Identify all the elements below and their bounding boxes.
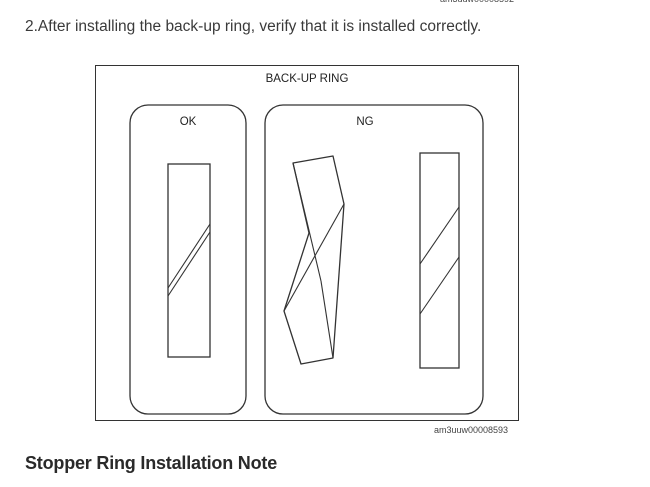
back-up-ring-figure: BACK-UP RING OK NG [95, 65, 519, 421]
ok-label: OK [179, 116, 197, 128]
ng-ring-twisted-shape [283, 155, 345, 365]
ok-panel-frame [129, 104, 247, 415]
ok-ring-shape [167, 163, 211, 358]
ng-panel-frame [264, 104, 484, 415]
figure-code: am3uuw00008593 [434, 425, 509, 435]
section-heading: Stopper Ring Installation Note [25, 453, 278, 473]
figure-title: BACK-UP RING [265, 73, 349, 85]
step-instruction: 2.After installing the back-up ring, ver… [25, 18, 482, 35]
ng-label: NG [356, 116, 374, 128]
clipped-figure-code: am3uuw00008592 [440, 0, 514, 4]
figure-drawing [129, 104, 484, 415]
ng-ring-double-cut-shape [419, 152, 460, 369]
